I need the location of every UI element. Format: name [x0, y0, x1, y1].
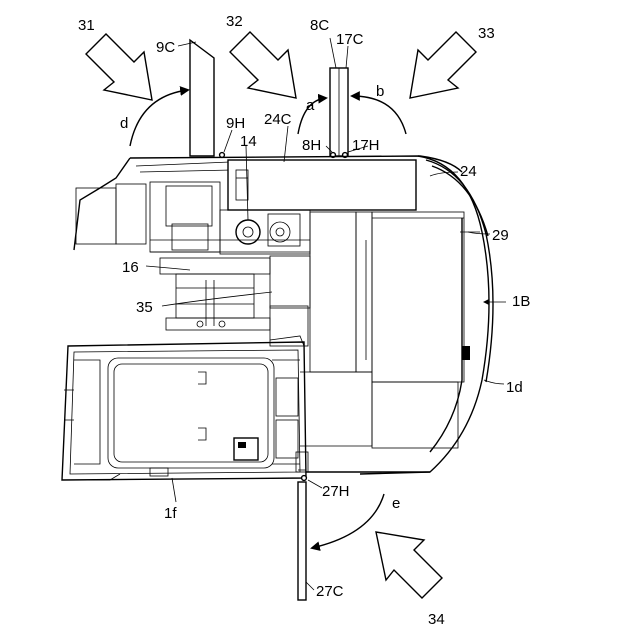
label-1B: 1B	[512, 293, 530, 310]
label-8C: 8C	[310, 17, 329, 34]
arrow-31	[86, 34, 152, 100]
label-1f: 1f	[164, 505, 177, 522]
label-17H: 17H	[352, 137, 380, 154]
label-32: 32	[226, 13, 243, 30]
label-e: e	[392, 495, 400, 512]
label-a: a	[306, 97, 315, 114]
arrow-34	[376, 532, 442, 598]
label-8H: 8H	[302, 137, 321, 154]
control-box	[234, 438, 258, 460]
panel-24C	[228, 160, 416, 210]
arrow-33	[410, 32, 476, 98]
label-34: 34	[428, 611, 445, 628]
label-b: b	[376, 83, 384, 100]
hinge-27H	[302, 476, 307, 481]
label-35: 35	[136, 299, 153, 316]
arrow-32	[230, 32, 296, 98]
label-d: d	[120, 115, 128, 132]
label-9H: 9H	[226, 115, 245, 132]
label-33: 33	[478, 25, 495, 42]
door-8C-17C	[330, 68, 348, 156]
label-14: 14	[240, 133, 257, 150]
label-24C: 24C	[264, 111, 292, 128]
seat-frame	[62, 336, 306, 480]
arc-b	[352, 96, 406, 134]
label-9C: 9C	[156, 39, 175, 56]
arc-e	[312, 494, 384, 548]
label-31: 31	[78, 17, 95, 34]
label-27H: 27H	[322, 483, 350, 500]
door-9C	[190, 40, 214, 156]
arc-d	[130, 90, 188, 146]
label-24: 24	[460, 163, 477, 180]
label-27C: 27C	[316, 583, 344, 600]
label-1d: 1d	[506, 379, 523, 396]
label-17C: 17C	[336, 31, 364, 48]
label-16: 16	[122, 259, 139, 276]
label-29: 29	[492, 227, 509, 244]
